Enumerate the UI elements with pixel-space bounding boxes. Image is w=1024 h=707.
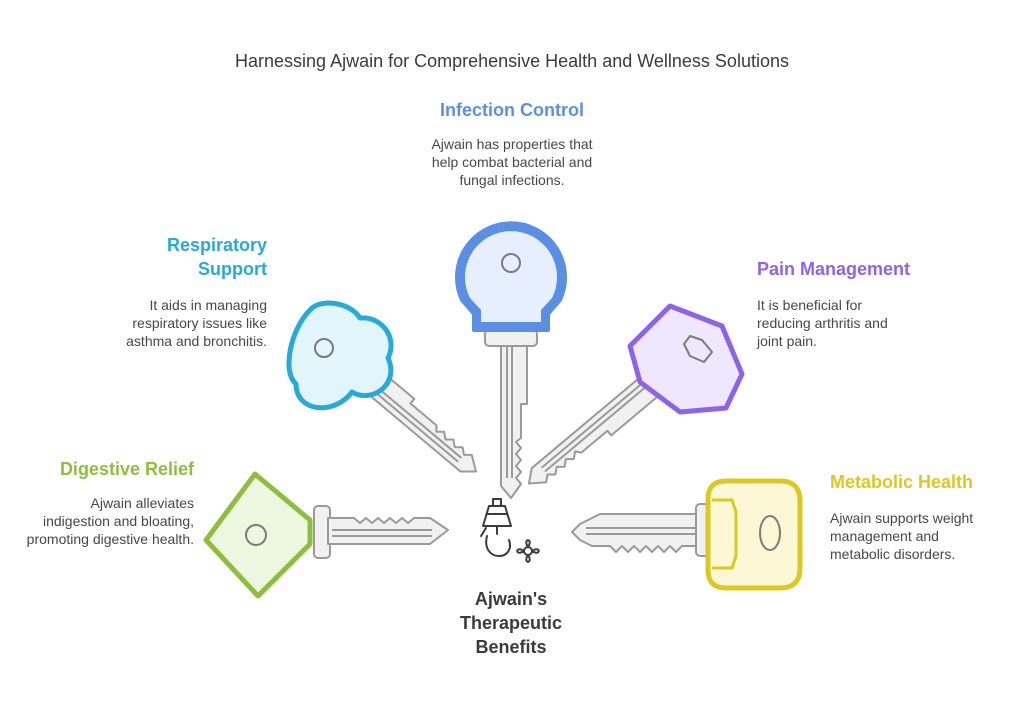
metabolic-health-heading: Metabolic Health <box>830 472 974 492</box>
digestive-relief-key <box>203 471 449 599</box>
respiratory-support-text: It aids in managing respiratory issues l… <box>126 297 267 349</box>
infection-control-heading: Infection Control <box>440 100 584 120</box>
pain-management-heading: Pain Management <box>757 259 911 279</box>
metabolic-health-text: Ajwain supports weight management and me… <box>830 510 974 562</box>
infection-control-text: Ajwain has properties that help combat b… <box>431 136 593 188</box>
respiratory-support-heading: Respiratory Support <box>166 235 267 279</box>
pain-management-key <box>521 303 745 497</box>
lamp-and-flower-icon <box>480 498 540 563</box>
center-label: Ajwain's Therapeutic Benefits <box>459 589 563 657</box>
metabolic-health-key <box>571 478 803 591</box>
pain-management-text: It is beneficial for reducing arthritis … <box>757 297 888 349</box>
digestive-relief-text: Ajwain alleviates indigestion and bloati… <box>26 495 194 547</box>
respiratory-support-key <box>286 300 488 481</box>
infection-control-key <box>455 221 567 499</box>
diagram-title: Harnessing Ajwain for Comprehensive Heal… <box>235 51 789 71</box>
digestive-relief-heading: Digestive Relief <box>59 459 194 479</box>
